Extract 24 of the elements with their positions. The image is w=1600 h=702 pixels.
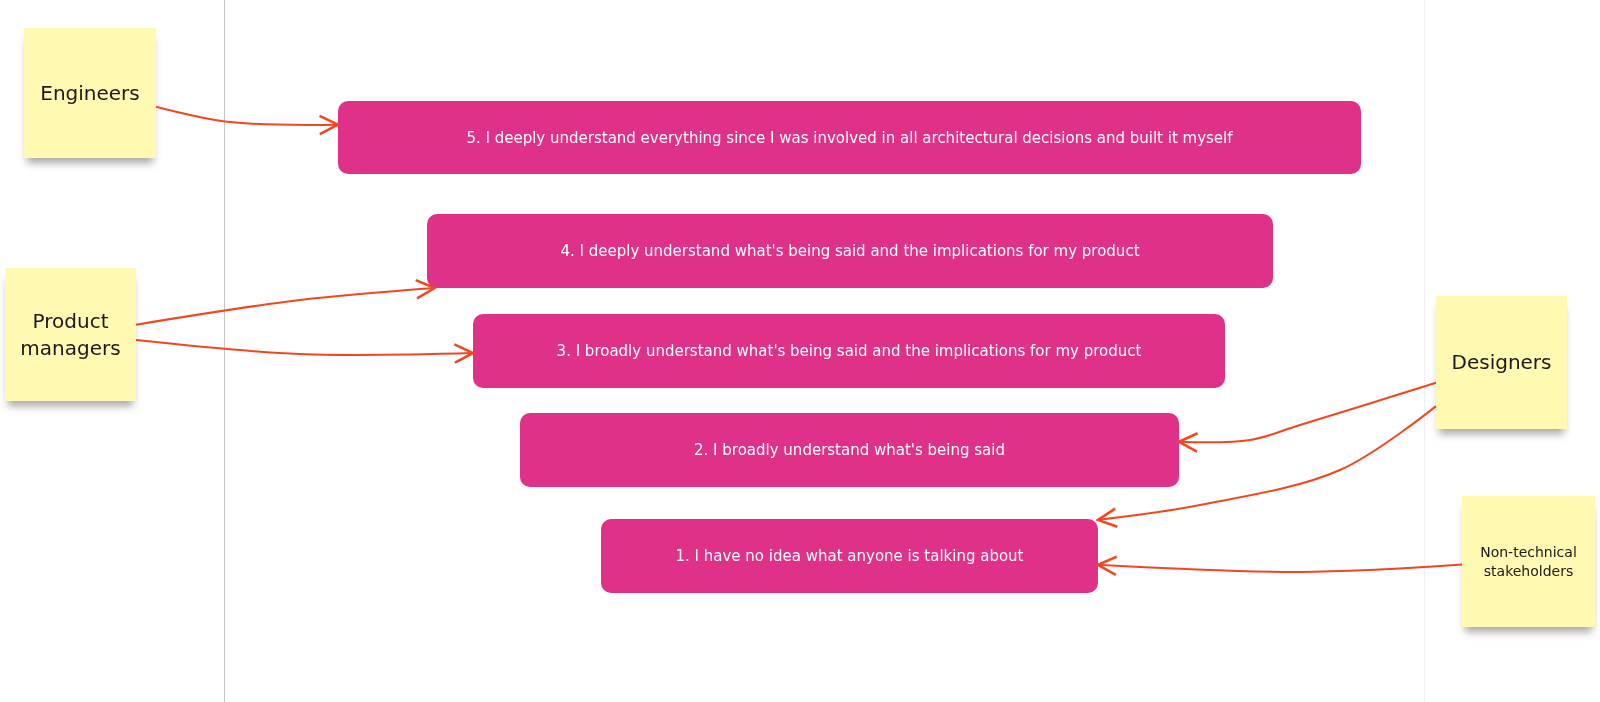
- hand-drawn-arrow: [1096, 555, 1463, 577]
- sticky-note: [1436, 296, 1567, 429]
- note-label: Engineers: [40, 79, 140, 107]
- note-label: Product managers: [19, 307, 122, 362]
- level-bar: [473, 314, 1225, 388]
- hand-drawn-arrow: [1177, 381, 1437, 453]
- level-label: 2. I broadly understand what's being said: [694, 441, 1005, 459]
- level-label: 4. I deeply understand what's being said and the implications for my product: [560, 242, 1140, 260]
- hand-drawn-arrow: [1096, 405, 1437, 529]
- hand-drawn-arrow: [135, 339, 475, 364]
- level-bar: [520, 413, 1179, 487]
- note-label: Non-technical stakeholders: [1479, 542, 1578, 581]
- level-bar: [427, 214, 1273, 288]
- hand-drawn-arrow: [135, 278, 436, 326]
- level-label: 5. I deeply understand everything since I was involved in all architectural decisions and built it myself: [466, 128, 1233, 147]
- level-bar: [338, 101, 1361, 174]
- hand-drawn-arrow: [155, 105, 340, 136]
- sticky-note: [24, 28, 156, 158]
- sticky-note: [5, 268, 136, 401]
- note-label: Designers: [1451, 349, 1552, 376]
- level-label: 3. I broadly understand what's being said and the implications for my product: [556, 342, 1142, 360]
- sticky-note: [1462, 496, 1595, 627]
- level-bar: [601, 519, 1098, 593]
- level-label: 1. I have no idea what anyone is talking about: [675, 547, 1024, 565]
